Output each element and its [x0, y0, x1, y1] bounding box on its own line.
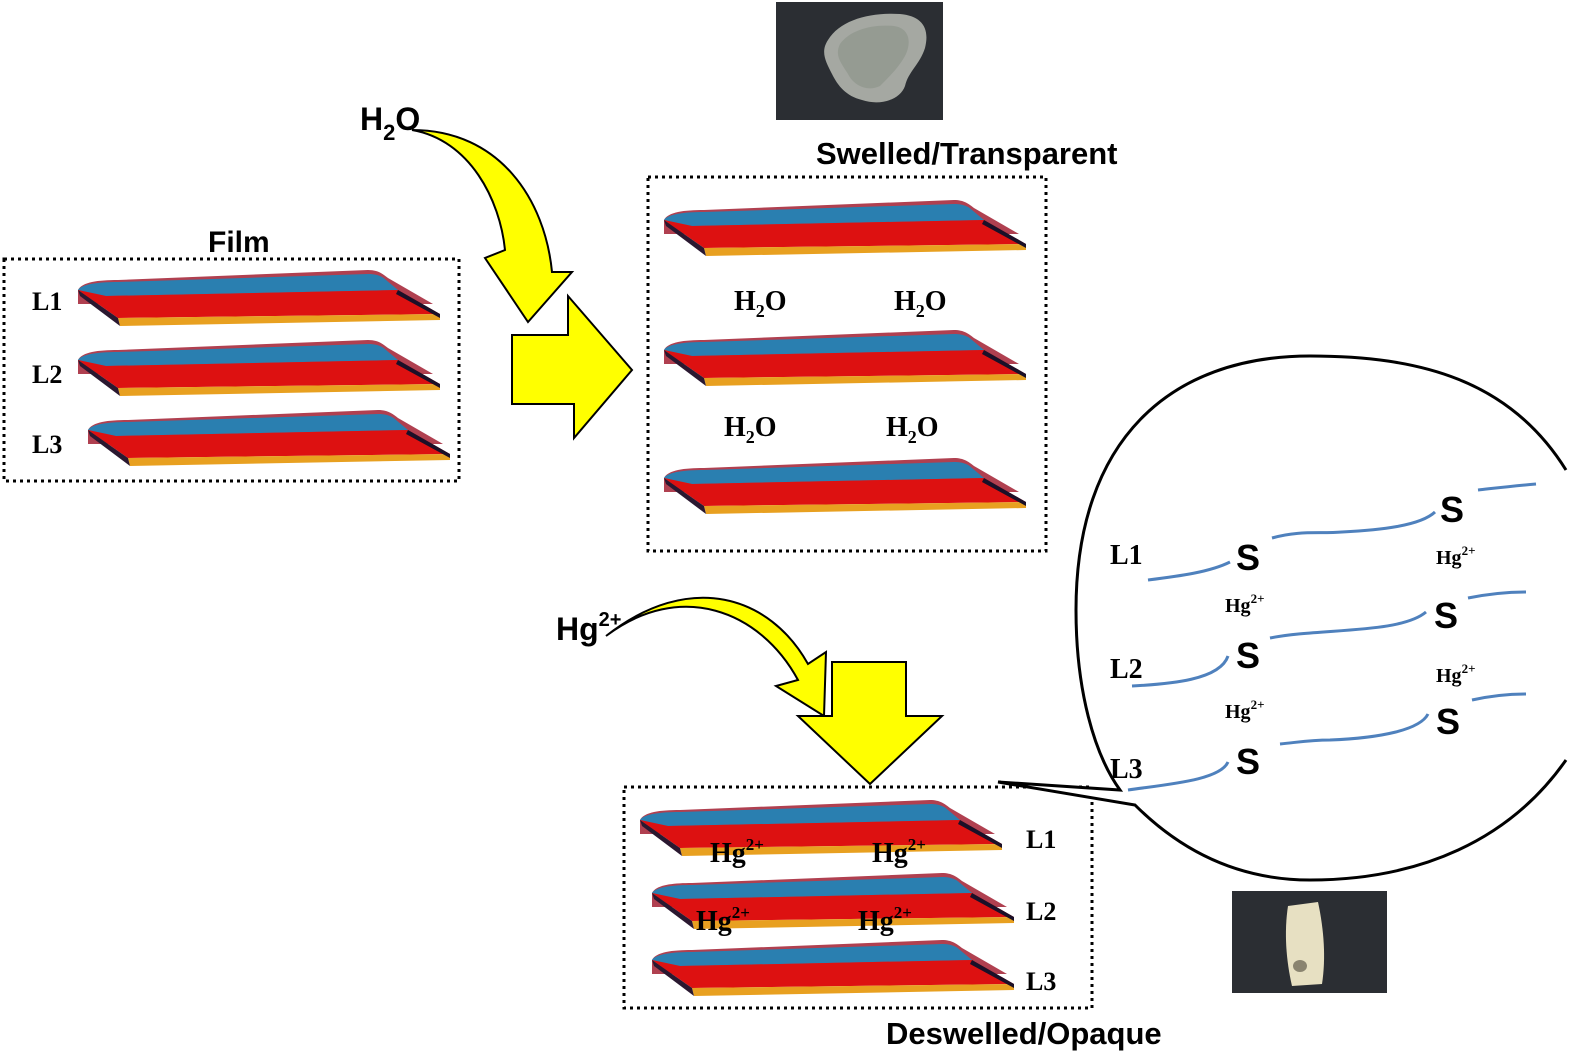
callout-label-l3: L3 — [1110, 754, 1143, 785]
sulfur-4: S — [1434, 595, 1458, 636]
deswelled-title: Deswelled/Opaque — [886, 1016, 1162, 1051]
mercury-arrow: Hg2+ — [556, 596, 828, 718]
film-title: Film — [208, 226, 270, 259]
film-label-l1: L1 — [32, 287, 62, 316]
callout-label-l2: L2 — [1110, 654, 1143, 685]
deswelled-hg-4: Hg2+ — [858, 903, 912, 937]
deswelled-label-l2: L2 — [1026, 897, 1056, 926]
photo-deswelled-film — [1232, 891, 1387, 993]
film-layer-2 — [78, 340, 440, 396]
swelled-title: Swelled/Transparent — [816, 136, 1118, 171]
swelled-layer-2 — [664, 330, 1026, 386]
callout-hg-4: Hg2+ — [1225, 697, 1264, 723]
film-box: Film L1 L2 L3 — [2, 226, 461, 483]
mercury-arrow-label: Hg2+ — [556, 609, 621, 647]
deswelled-hg-2: Hg2+ — [872, 835, 926, 869]
deswelled-label-l1: L1 — [1026, 825, 1056, 854]
swelled-water-3: H2O — [724, 412, 777, 447]
sulfur-6: S — [1436, 701, 1460, 742]
swelled-layer-1 — [664, 200, 1026, 256]
deswelling-arrow — [795, 661, 945, 786]
callout-hg-3: Hg2+ — [1436, 661, 1475, 687]
callout-label-l1: L1 — [1110, 540, 1143, 571]
swelled-water-1: H2O — [734, 286, 787, 321]
deswelled-layer-1 — [640, 800, 1002, 856]
deswelled-hg-1: Hg2+ — [710, 835, 764, 869]
swelled-water-2: H2O — [894, 286, 947, 321]
sulfur-1: S — [1236, 537, 1260, 578]
chain-l1 — [1147, 482, 1537, 582]
swelled-box: Swelled/Transparent H2O H2O H2O H2O — [646, 136, 1118, 553]
film-layer-3 — [88, 410, 450, 466]
deswelled-box: Hg2+ Hg2+ Hg2+ Hg2+ L1 L2 L3 Deswelled/O… — [622, 785, 1162, 1051]
deswelled-label-l3: L3 — [1026, 967, 1056, 996]
sulfur-5: S — [1236, 741, 1260, 782]
sulfur-2: S — [1440, 489, 1464, 530]
sulfur-3: S — [1236, 635, 1260, 676]
deswelled-layer-3 — [652, 940, 1014, 996]
water-arrow-label: H2O — [360, 101, 420, 145]
film-label-l3: L3 — [32, 430, 62, 459]
film-label-l2: L2 — [32, 360, 62, 389]
chain-l2 — [1131, 590, 1527, 688]
water-arrow: H2O — [360, 101, 575, 324]
film-layer-1 — [78, 270, 440, 326]
deswelled-hg-3: Hg2+ — [696, 903, 750, 937]
swelled-layer-3 — [664, 458, 1026, 514]
photo-swelled-film — [776, 2, 943, 120]
callout-hg-2: Hg2+ — [1225, 591, 1264, 617]
zoom-callout: L1 L2 L3 S S S S S S Hg2+ Hg2+ Hg2+ Hg2+ — [997, 354, 1568, 882]
swelling-arrow — [511, 293, 634, 441]
callout-hg-1: Hg2+ — [1436, 543, 1475, 569]
swelled-water-4: H2O — [886, 412, 939, 447]
chain-l3 — [1127, 692, 1527, 792]
